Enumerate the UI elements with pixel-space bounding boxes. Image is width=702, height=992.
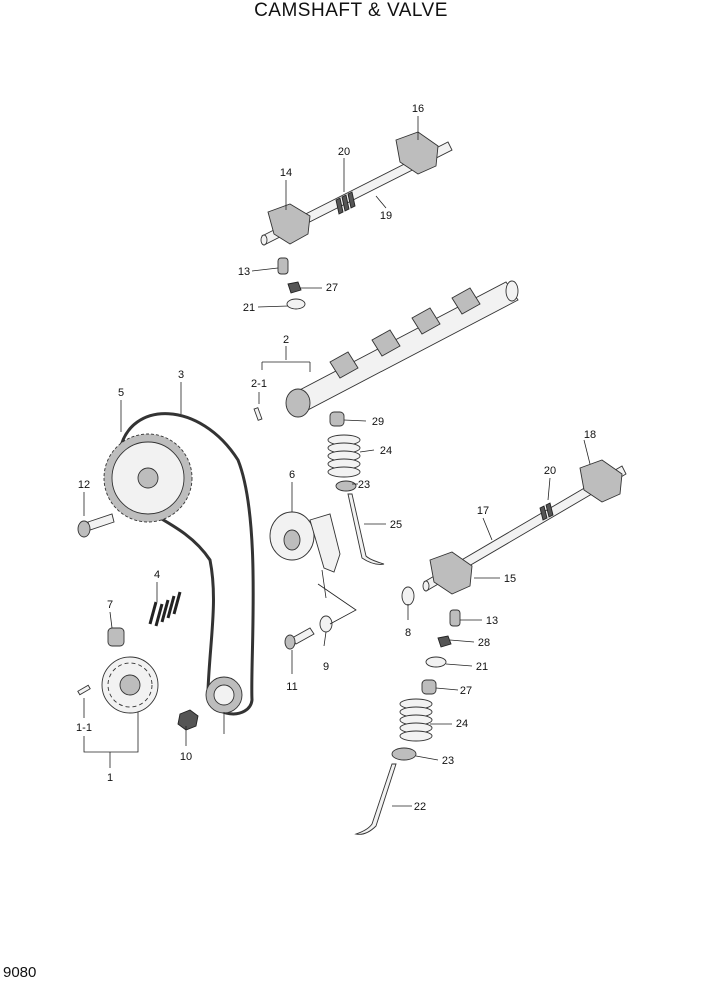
idler-pulley [205,676,243,714]
callout-25: 25 [390,519,402,531]
page-code: 9080 [3,964,37,981]
rocker-shaft-right [422,459,627,595]
callout-28: 29 [372,416,384,428]
leader-lines [83,116,591,807]
callout-4: 4 [154,569,160,581]
adjust-screw-13b [449,609,461,627]
spring-20-right [539,502,554,521]
spring-24b [399,698,433,742]
callout-21: 21 [476,661,488,673]
callout-labels: 16 20 14 19 13 27 21 2 2-1 3 5 29 24 23 … [76,103,596,813]
valve-22 [354,763,397,835]
bolt-12 [284,627,315,650]
adjust-screw-13a [277,257,289,275]
spring-4 [148,591,182,627]
callout-2: 2 [283,334,289,346]
valve-25 [347,493,385,565]
spring-24a [327,434,361,478]
callout-20: 20 [544,465,556,477]
pin-1-1 [77,684,91,696]
callout-15: 16 [412,103,424,115]
callout-20: 20 [338,146,350,158]
diagram-title: CAMSHAFT & VALVE [254,0,448,21]
callout-17: 18 [584,429,596,441]
callout-24: 24 [380,445,392,457]
callout-13: 13 [486,615,498,627]
callout-24: 24 [456,718,468,730]
callout-1: 1 [107,772,113,784]
callout-23: 23 [358,479,370,491]
bush-7 [107,627,125,647]
retainer-21a [286,298,306,310]
callout-18: 17 [477,505,489,517]
callout-19: 19 [380,210,392,222]
callout-10: 10 [180,751,192,763]
callout-5: 5 [118,387,124,399]
retainer-21b [425,656,447,668]
callout-3: 3 [178,369,184,381]
callout-8: 8 [405,627,411,639]
rocker-arm-14 [267,203,311,245]
callout-1-1: 1-1 [76,722,92,734]
nut-27b [437,635,452,648]
callout-23: 23 [442,755,454,767]
rocker-arm-17 [579,459,623,503]
callout-27: 27 [326,282,338,294]
retainer-23b [391,747,417,761]
nut-10 [177,709,199,731]
callout-26: 27 [460,685,472,697]
callout-21: 21 [243,302,255,314]
pin-2-1 [253,407,263,421]
callout-12: 11 [286,681,297,693]
rocker-shaft-top [260,131,453,246]
callout-22: 22 [414,801,426,813]
callout-9: 9 [323,661,329,673]
nut-27a [287,281,302,294]
callout-2-1: 2-1 [251,378,267,390]
callout-11: 12 [78,479,90,491]
rocker-arm-16 [429,551,473,595]
spring-20-top [335,191,356,215]
lifter-28 [329,411,345,427]
callout-14: 14 [280,167,292,179]
lifter-26 [421,679,437,695]
camshaft [285,280,519,418]
retainer-23a [335,480,357,492]
callout-13: 13 [238,266,250,278]
callout-6: 6 [289,469,295,481]
camshaft-pulley [103,433,193,523]
washer-8 [401,586,415,606]
crankshaft-gear [101,656,159,714]
tensioner [269,511,341,573]
bolt-11 [77,513,115,538]
callout-27: 28 [478,637,490,649]
callout-7: 7 [107,599,113,611]
callout-16: 15 [504,573,516,585]
